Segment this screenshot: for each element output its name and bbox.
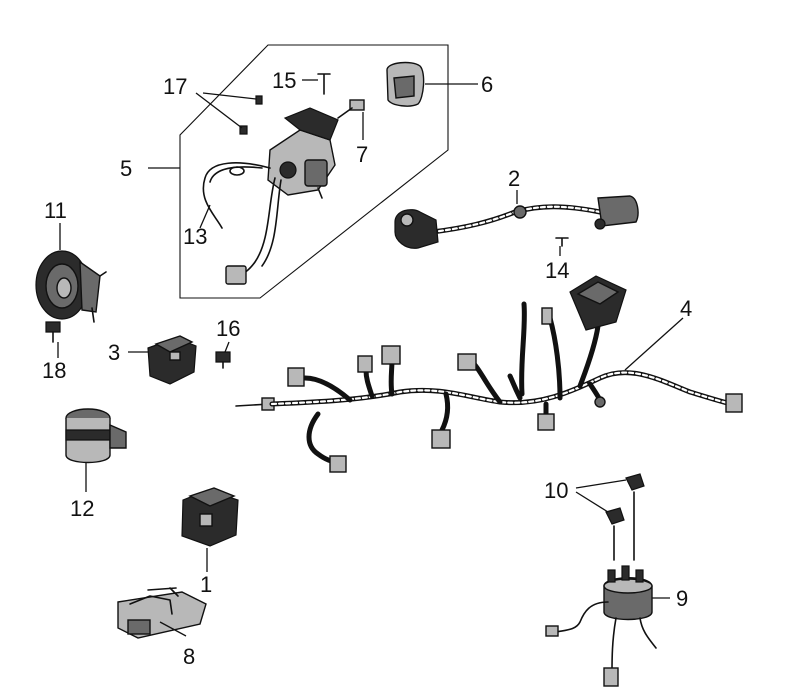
callout-5: 5: [120, 156, 132, 181]
callout-14: 14: [545, 258, 569, 283]
callout-6: 6: [481, 72, 493, 97]
leader-lines: [57, 79, 684, 637]
callout-7: 7: [356, 142, 368, 167]
buzzer-12: [65, 408, 127, 464]
ignition-switch-body: [267, 99, 365, 199]
key-cap: [386, 61, 425, 107]
callout-18: 18: [42, 358, 66, 383]
main-wiring-harness: [235, 275, 743, 473]
callout-10: 10: [544, 478, 568, 503]
switch-cable: [202, 162, 271, 229]
screw-16: [215, 351, 231, 369]
nut-10a: [625, 473, 645, 561]
callout-16: 16: [216, 316, 240, 341]
callout-15: 15: [272, 68, 296, 93]
nut-10b: [605, 507, 625, 561]
callout-1: 1: [200, 572, 212, 597]
screw-17a: [255, 95, 263, 105]
bolt-18: [45, 321, 61, 343]
ignition-switch-group: [179, 44, 449, 299]
group-5-enclosure: [179, 44, 449, 299]
horn: [35, 250, 107, 323]
connector-board-8: [117, 587, 207, 639]
callout-9: 9: [676, 586, 688, 611]
switch-plug: [225, 265, 247, 285]
flasher-relay-1: [181, 487, 239, 547]
clip-14: [555, 237, 569, 247]
callout-4: 4: [680, 296, 692, 321]
regulator-9: [545, 565, 657, 687]
callout-labels: 17 15 6 7 5 13 2 14 4 11 18 3 16 12 1 8 …: [42, 68, 692, 669]
callout-17: 17: [163, 74, 187, 99]
callout-2: 2: [508, 166, 520, 191]
callout-13: 13: [183, 224, 207, 249]
callout-11: 11: [44, 198, 67, 223]
callout-3: 3: [108, 340, 120, 365]
callout-12: 12: [70, 496, 94, 521]
callout-8: 8: [183, 644, 195, 669]
pin-15: [317, 73, 331, 95]
relay-3: [147, 335, 197, 385]
sensor-cable-assembly: [394, 195, 639, 249]
